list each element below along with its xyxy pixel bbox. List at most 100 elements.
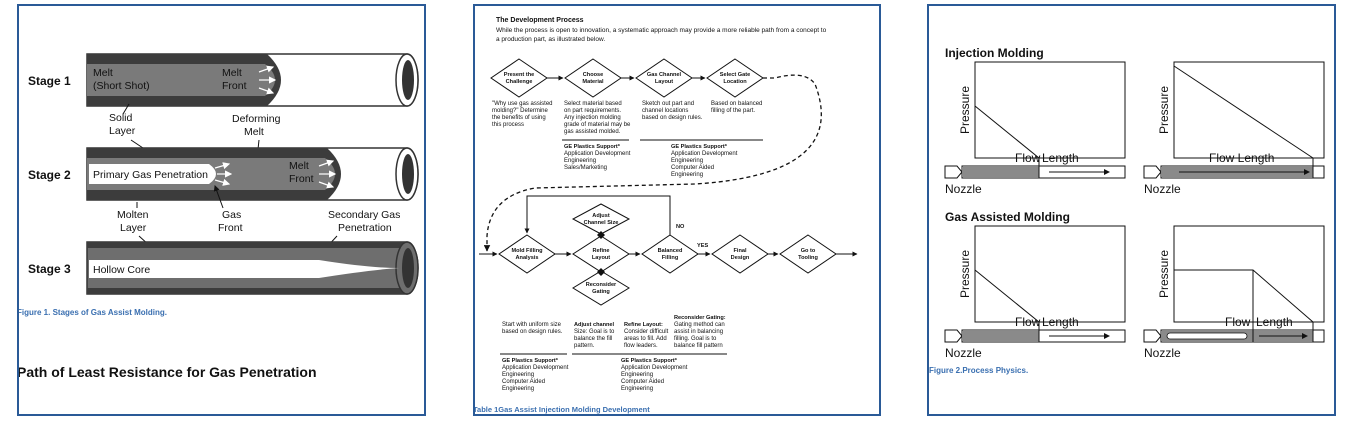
svg-text:Engineering: Engineering [564, 158, 596, 164]
step-select-gate: Select Gate [720, 72, 750, 78]
step-reconsider-gating: Reconsider [586, 282, 617, 288]
svg-text:Size: Goal is to: Size: Goal is to [574, 329, 615, 335]
svg-text:Computer Aided: Computer Aided [671, 165, 714, 171]
svg-text:pattern.: pattern. [574, 343, 595, 349]
step-balanced-filling: Balanced [658, 248, 683, 254]
step-present-challenge-2: Challenge [506, 79, 533, 85]
svg-text:Length: Length [1256, 315, 1293, 329]
development-process-flowchart: The Development Process While the proces… [479, 17, 858, 392]
gas-front-label: Gas [222, 209, 241, 221]
svg-text:Engineering: Engineering [671, 172, 703, 178]
step-adjust-channel-2: Channel Size [584, 220, 619, 226]
svg-text:Pressure: Pressure [1157, 86, 1171, 134]
svg-text:Flow Length: Flow Length [1209, 151, 1274, 165]
svg-text:Nozzle: Nozzle [945, 346, 982, 360]
svg-text:Any injection molding: Any injection molding [564, 115, 621, 121]
svg-text:Computer Aided: Computer Aided [502, 379, 545, 385]
svg-text:this process: this process [492, 122, 524, 128]
svg-text:GE Plastics Support*: GE Plastics Support* [564, 144, 621, 150]
row1-notes: "Why use gas assisted molding?" Determin… [492, 101, 763, 178]
step-go-to-tooling-2: Tooling [798, 255, 818, 261]
stage-2-label: Stage 2 [28, 168, 71, 182]
primary-gas-label: Primary Gas Penetration [93, 169, 208, 181]
process-physics-diagram: Injection Molding Gas Assisted Molding P… [944, 46, 1325, 360]
svg-text:Engineering: Engineering [671, 158, 703, 164]
svg-text:Nozzle: Nozzle [945, 182, 982, 196]
deforming-melt-label: Deforming [232, 113, 281, 125]
svg-text:Pressure: Pressure [1157, 250, 1171, 298]
svg-text:Based on balanced: Based on balanced [711, 101, 762, 107]
svg-text:Engineering: Engineering [502, 372, 534, 378]
svg-text:Sketch out part and: Sketch out part and [642, 101, 694, 107]
row1-flow [483, 58, 822, 252]
svg-text:Application Development: Application Development [502, 365, 569, 371]
step-gas-channel-layout-2: Layout [655, 79, 673, 85]
figure-2-caption: Figure 2.Process Physics. [929, 366, 1029, 375]
melt-front-1-label: Melt [222, 67, 242, 79]
development-intro-line-2: a production part, as illustrated below. [496, 36, 605, 43]
development-intro-line-1: While the process is open to innovation,… [496, 27, 827, 34]
no-label: NO [676, 224, 685, 230]
step-adjust-channel: Adjust [592, 213, 610, 219]
svg-text:Length: Length [1042, 315, 1079, 329]
least-resistance-heading: Path of Least Resistance for Gas Penetra… [17, 364, 317, 380]
chart-injection-right: Pressure Flow Length Nozzle [1143, 61, 1325, 196]
svg-text:Flow: Flow [1015, 315, 1041, 329]
svg-text:filling of the part.: filling of the part. [711, 108, 755, 114]
figure-1-caption: Figure 1. Stages of Gas Assist Molding. [17, 308, 167, 317]
svg-text:Nozzle: Nozzle [1144, 182, 1181, 196]
table-1-caption: Table 1Gas Assist Injection Molding Deve… [473, 405, 650, 414]
stage-1-label: Stage 1 [28, 74, 71, 88]
svg-text:GE Plastics Support*: GE Plastics Support* [621, 358, 678, 364]
svg-text:Engineering: Engineering [621, 386, 653, 392]
svg-text:on part requirements.: on part requirements. [564, 108, 621, 114]
step-final-design-2: Design [731, 255, 750, 261]
svg-text:molding?" Determine: molding?" Determine [492, 108, 548, 114]
gas-front-label-2: Front [218, 222, 243, 234]
stage3-pipe [86, 241, 419, 295]
solid-layer-label: Solid [109, 112, 133, 124]
svg-text:Length: Length [1042, 151, 1079, 165]
step-reconsider-gating-2: Gating [592, 289, 610, 295]
svg-text:Gating method can: Gating method can [674, 322, 725, 328]
svg-text:Application Development: Application Development [621, 365, 688, 371]
svg-text:Flow: Flow [1225, 315, 1251, 329]
svg-text:filling. Goal is to: filling. Goal is to [674, 336, 717, 342]
step-gas-channel-layout: Gas Channel [647, 72, 682, 78]
chart-injection-left: Pressure Flow Length Nozzle [944, 61, 1126, 196]
svg-text:channel locations: channel locations [642, 108, 688, 114]
svg-text:GE Plastics Support*: GE Plastics Support* [671, 144, 728, 150]
svg-text:the benefits of using: the benefits of using [492, 115, 546, 121]
svg-text:areas to fill. Add: areas to fill. Add [624, 336, 667, 342]
secondary-gas-label: Secondary Gas [328, 209, 400, 221]
gas-assist-stages-panel: Stage 1 Melt (Short Shot) Melt Front Sol… [17, 4, 426, 416]
development-process-panel: The Development Process While the proces… [473, 4, 881, 416]
svg-text:Engineering: Engineering [621, 372, 653, 378]
svg-text:based on design rules.: based on design rules. [502, 329, 563, 335]
svg-text:Refine Layout:: Refine Layout: [624, 322, 663, 328]
gas-assisted-heading: Gas Assisted Molding [945, 210, 1070, 224]
step-mold-filling: Mold Filling [511, 248, 543, 254]
secondary-gas-label-2: Penetration [338, 222, 392, 234]
development-process-title: The Development Process [496, 17, 584, 24]
solid-layer-label-2: Layer [109, 125, 136, 137]
stage1-pipe [86, 53, 419, 107]
svg-text:grade of material may be: grade of material may be [564, 122, 631, 128]
molten-layer-label-2: Layer [120, 222, 147, 234]
svg-text:flow leaders.: flow leaders. [624, 343, 658, 349]
svg-text:Adjust channel: Adjust channel [574, 322, 615, 328]
svg-text:Select material based: Select material based [564, 101, 622, 107]
step-final-design: Final [733, 248, 746, 254]
row2-flow [479, 195, 858, 306]
svg-text:Start with uniform size: Start with uniform size [502, 322, 562, 328]
row2-notes: Start with uniform size based on design … [500, 315, 727, 392]
step-balanced-filling-2: Filling [662, 255, 679, 261]
svg-text:Computer Aided: Computer Aided [621, 379, 664, 385]
step-go-to-tooling: Go to [801, 248, 816, 254]
svg-text:based on design rules.: based on design rules. [642, 115, 703, 121]
chart-gas-left: Pressure Flow Length Nozzle [944, 225, 1126, 360]
gas-assist-stages-diagram: Stage 1 Melt (Short Shot) Melt Front Sol… [28, 53, 419, 295]
step-select-gate-2: Location [723, 79, 747, 85]
deforming-melt-label-2: Melt [244, 126, 264, 138]
svg-text:Application Development: Application Development [671, 151, 738, 157]
